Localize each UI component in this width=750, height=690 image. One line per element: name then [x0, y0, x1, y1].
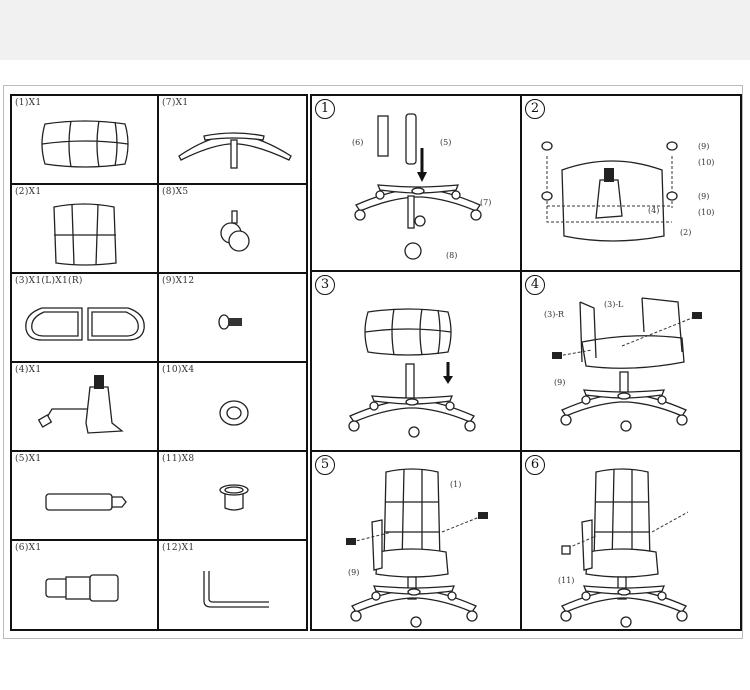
part-label: (5)X1 — [15, 454, 42, 464]
star-base-icon — [178, 132, 292, 169]
part-label: (2)X1 — [15, 187, 42, 197]
step-3: 3 — [310, 270, 522, 452]
washer-icon — [219, 400, 249, 426]
callout: (3)-R — [544, 310, 565, 319]
bushing-icon — [219, 484, 249, 511]
callout: (10) — [698, 158, 715, 167]
step-1: 1 (6) (5) (7) (8) — [310, 94, 522, 272]
part-label: (7)X1 — [162, 98, 189, 108]
lift-cover-icon — [45, 574, 119, 602]
part-bushing: (11)X8 — [157, 450, 308, 541]
part-washer: (10)X4 — [157, 361, 308, 452]
part-mechanism: (4)X1 — [10, 361, 159, 452]
part-lift-cover: (6)X1 — [10, 539, 159, 631]
bushing-caps-illustration — [560, 468, 689, 628]
part-base: (7)X1 — [157, 94, 308, 185]
top-banner — [0, 0, 750, 60]
callout: (9) — [698, 142, 710, 151]
caster-icon — [220, 210, 250, 252]
seat-on-base-illustration — [348, 308, 476, 438]
allen-key-icon — [203, 571, 269, 608]
armrest-assembly-illustration — [552, 297, 702, 432]
part-label: (8)X5 — [162, 187, 189, 197]
callout: (9) — [348, 568, 360, 577]
instruction-frame — [3, 85, 743, 639]
part-label: (6)X1 — [15, 543, 42, 553]
step-number: 1 — [315, 99, 335, 119]
part-label: (12)X1 — [162, 543, 195, 553]
step-6: 6 (11) — [520, 450, 742, 631]
callout: (4) — [648, 206, 660, 215]
step-number: 6 — [525, 455, 545, 475]
step-number: 2 — [525, 99, 545, 119]
part-label: (4)X1 — [15, 365, 42, 375]
part-seat: (1)X1 — [10, 94, 159, 185]
step-4: 4 (3)-R (3)-L (9) — [520, 270, 742, 452]
tilt-mechanism-icon — [37, 375, 124, 434]
part-armrests: (3)X1(L)X1(R) — [10, 272, 159, 363]
part-gas-lift: (5)X1 — [10, 450, 159, 541]
step-number: 3 — [315, 275, 335, 295]
step-2: 2 (9) (10) (9) (10) (4) (2) — [520, 94, 742, 272]
part-label: (1)X1 — [15, 98, 42, 108]
backrest-attach-illustration — [346, 468, 488, 628]
part-allen-key: (12)X1 — [157, 539, 308, 631]
callout: (6) — [352, 138, 364, 147]
callout: (8) — [446, 251, 458, 260]
part-backrest: (2)X1 — [10, 183, 159, 274]
callout: (7) — [480, 198, 492, 207]
callout: (5) — [440, 138, 452, 147]
backrest-icon — [53, 203, 117, 266]
callout: (9) — [554, 378, 566, 387]
callout: (9) — [698, 192, 710, 201]
callout: (3)-L — [604, 300, 624, 309]
armrests-icon — [25, 307, 145, 341]
bolt-icon — [218, 314, 242, 330]
gas-lift-icon — [45, 493, 127, 511]
callout: (10) — [698, 208, 715, 217]
step-number: 4 — [525, 275, 545, 295]
seat-cushion-icon — [41, 120, 129, 168]
callout: (1) — [450, 480, 462, 489]
step-5: 5 (1) (9) — [310, 450, 522, 631]
part-label: (3)X1(L)X1(R) — [15, 276, 83, 286]
mechanism-assembly-illustration — [541, 141, 678, 242]
callout: (2) — [680, 228, 692, 237]
base-assembly-illustration — [354, 113, 482, 260]
part-label: (11)X8 — [162, 454, 195, 464]
part-label: (9)X12 — [162, 276, 195, 286]
part-caster: (8)X5 — [157, 183, 308, 274]
part-bolt: (9)X12 — [157, 272, 308, 363]
part-label: (10)X4 — [162, 365, 195, 375]
callout: (11) — [558, 576, 575, 585]
step-number: 5 — [315, 455, 335, 475]
